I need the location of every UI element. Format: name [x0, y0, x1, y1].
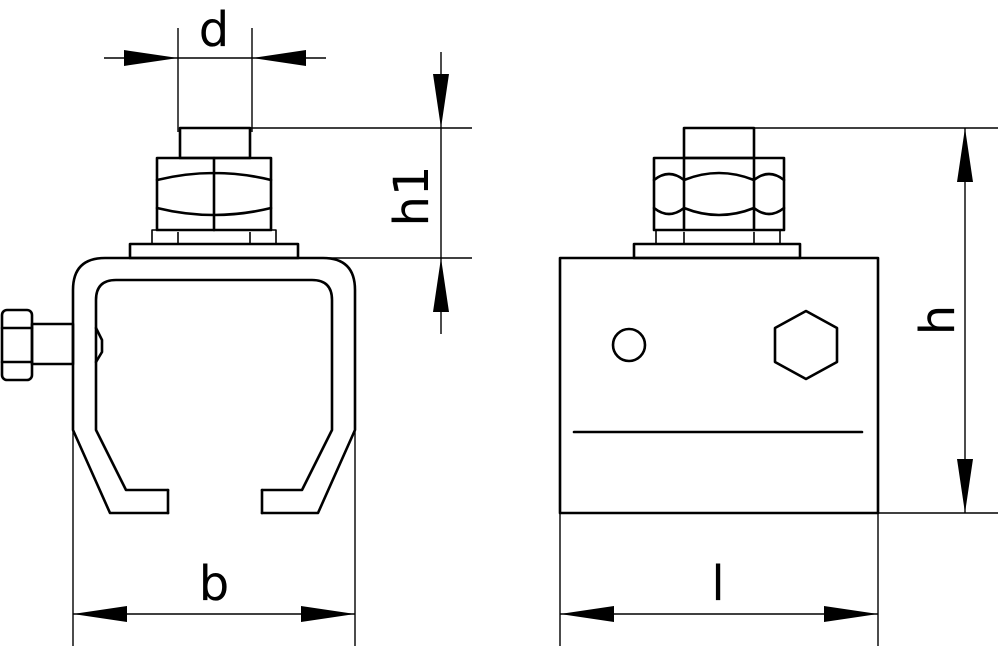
base-plate-side [632, 242, 802, 260]
body-block [558, 256, 880, 515]
side-screw-head [0, 308, 34, 382]
dimension-h: h [560, 127, 998, 514]
bolt-top-side [682, 126, 756, 160]
bolt-top [178, 126, 252, 160]
base-plate [128, 242, 300, 260]
dimension-h1: h1 [250, 52, 472, 334]
front-view [0, 126, 357, 515]
label-b: b [199, 556, 229, 612]
dimension-b: b [72, 430, 356, 646]
channel-outer [71, 256, 357, 515]
hex-bolt-head [773, 309, 839, 381]
hex-nut-side-faces [652, 156, 786, 232]
side-screw-head-faces [0, 326, 34, 364]
washer-side [655, 229, 781, 245]
side-screw-tip [94, 326, 104, 364]
hex-nut-faces [155, 156, 273, 232]
channel-inner [94, 278, 334, 492]
label-h: h [910, 305, 966, 335]
label-d: d [199, 2, 229, 58]
washer [151, 229, 277, 245]
dimension-l: l [559, 513, 879, 646]
bolt-thread-lines-side [683, 232, 755, 244]
hex-nut-side [652, 156, 786, 232]
side-view [558, 126, 880, 515]
side-screw-shaft [30, 322, 75, 366]
dimension-d: d [104, 2, 326, 132]
pin-hole [611, 327, 647, 363]
bolt-thread-lines [177, 232, 251, 244]
label-h1: h1 [384, 166, 440, 227]
label-l: l [711, 556, 724, 612]
